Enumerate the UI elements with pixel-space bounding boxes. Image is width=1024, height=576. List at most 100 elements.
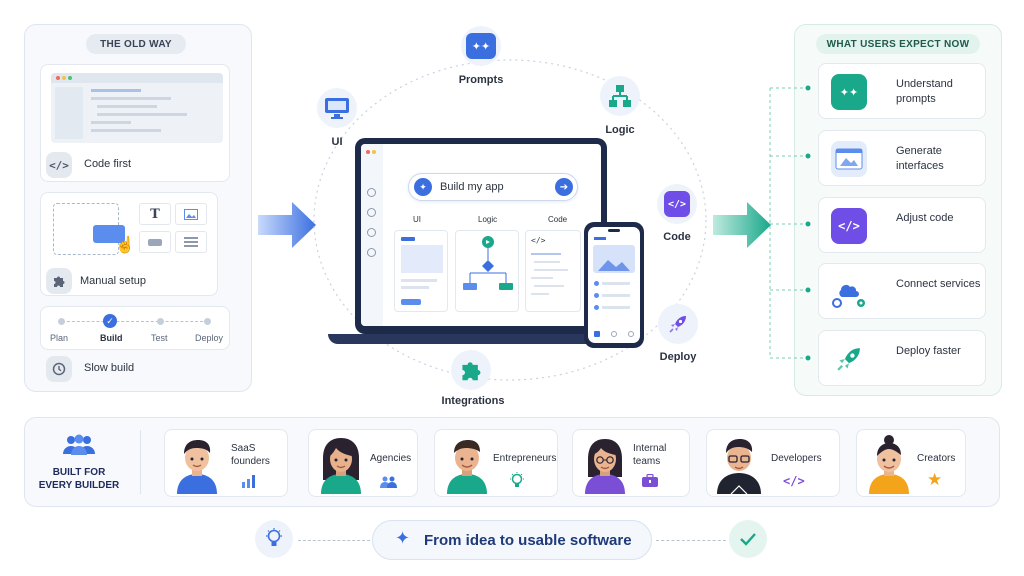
avatar [177,440,217,494]
code-icon: </> [664,191,690,217]
steps-card [40,306,230,350]
users-expect-badge: WHAT USERS EXPECT NOW [816,34,980,54]
column-logic-label: Logic [478,215,498,224]
connector-lines [769,85,811,361]
steps-line [62,321,208,322]
code-icon: </> [783,474,805,488]
check-circle [729,520,767,558]
logic-node[interactable] [600,76,640,116]
persona-label: SaaS founders [231,443,270,467]
step-deploy: Deploy [195,333,224,343]
cloud-icon [831,274,867,310]
persona-entrepreneurs: Entrepreneurs [434,429,558,497]
logic-label: Logic [605,124,635,136]
step-plan: Plan [50,333,69,343]
persona-developers: Developers </> [706,429,840,497]
step-dot-deploy [204,318,211,325]
avatar [585,439,625,494]
understand-prompts-card: ✦✦ Understand prompts [818,63,986,119]
column-ui-label: UI [413,215,421,224]
persona-label: Developers [771,453,822,464]
people-icon [63,434,95,455]
ui-node[interactable] [317,88,357,128]
lightbulb-icon [510,472,524,487]
chat-sparkle-icon: ✦✦ [831,74,867,110]
lightbulb-circle [255,520,293,558]
puzzle-icon [462,362,481,381]
integrations-node[interactable] [451,350,491,390]
persona-creators: Creators ★ [856,429,966,497]
builders-divider [140,430,141,494]
hand-cursor-icon: ☝ [115,237,135,254]
people-icon [380,476,397,488]
persona-internal-teams: Internal teams [572,429,690,497]
integrations-label: Integrations [441,395,505,407]
phone-screen [588,227,640,343]
lightbulb-icon [266,528,282,546]
step-build: Build [100,333,123,343]
deploy-label: Deploy [659,351,697,363]
sparkle-icon: ✦ [414,178,432,196]
clock-icon [46,356,72,382]
adjust-code-card: </> Adjust code [818,197,986,253]
prompts-node[interactable]: ✦✦ [461,26,501,66]
avatar [717,439,761,494]
avatar [321,438,361,494]
persona-saas-founders: SaaS founders [164,429,288,497]
old-way-badge: THE OLD WAY [86,34,186,54]
persona-agencies: Agencies [308,429,418,497]
star-icon: ★ [927,470,943,489]
rocket-icon [669,316,686,333]
persona-label: Creators [917,453,956,464]
orbit-ring [313,59,707,381]
send-button[interactable]: ➔ [555,178,573,196]
text-tool-icon: T [139,203,171,225]
slow-build-label: Slow build [84,362,135,374]
footer-line-right [656,540,726,541]
code-preview-card: </> [525,230,581,312]
persona-label: Internal teams [633,443,667,467]
deploy-node[interactable] [658,304,698,344]
code-node[interactable]: </> [657,184,697,224]
step-dot-test [157,318,164,325]
briefcase-icon [642,474,658,487]
code-icon: </> [46,152,72,178]
generate-interfaces-label: Generate interfaces [896,145,944,172]
bar-chart-icon [242,475,255,488]
deploy-faster-card: Deploy faster [818,330,986,386]
flowchart-icon [609,85,631,107]
avatar [447,440,487,494]
prompt-text: Build my app [440,181,504,193]
sparkle-icon: ✦ [395,528,411,548]
code-icon: </> [831,208,867,244]
prompt-box[interactable] [408,173,578,201]
step-dot-plan [58,318,65,325]
ui-label: UI [331,136,343,148]
step-check-build: ✓ [103,314,117,328]
interface-icon [831,141,867,177]
arrow-right-icon [713,202,771,248]
prompts-label: Prompts [458,74,504,86]
arrow-right-icon [258,202,316,248]
tagline-text: From idea to usable software [424,532,632,549]
avatar [869,435,909,494]
dragged-block [93,225,125,243]
logic-preview-card [455,230,519,312]
ui-preview-card [394,230,448,312]
chat-sparkle-icon: ✦✦ [466,33,496,59]
persona-label: Agencies [370,453,412,464]
connect-services-label: Connect services [896,278,981,290]
builders-title: BUILT FOR EVERY BUILDER [38,467,120,491]
persona-label: Entrepreneurs [493,453,557,464]
understand-prompts-label: Understand prompts [896,78,953,105]
code-label: Code [663,231,691,243]
connect-services-card: Connect services [818,263,986,319]
rocket-icon [831,341,867,377]
code-editor-window [51,73,223,143]
image-tool-icon [175,203,207,225]
tagline-pill [372,520,652,560]
adjust-code-label: Adjust code [896,212,954,224]
manual-setup-label: Manual setup [80,275,147,287]
step-test: Test [151,333,168,343]
monitor-icon [325,98,349,119]
